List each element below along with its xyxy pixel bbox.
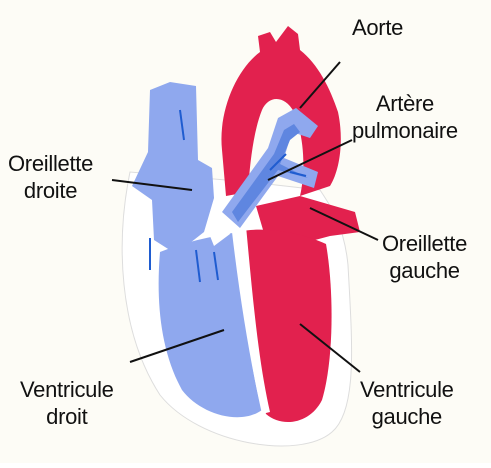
label-ventricule-droit: Ventricule droit [20, 376, 114, 430]
label-artere-pulmonaire: Artère pulmonaire [352, 90, 458, 144]
label-aorte: Aorte [352, 14, 403, 41]
label-oreillette-droite: Oreillette droite [8, 150, 93, 204]
label-ventricule-gauche: Ventricule gauche [360, 376, 454, 430]
label-oreillette-gauche: Oreillette gauche [382, 230, 467, 284]
